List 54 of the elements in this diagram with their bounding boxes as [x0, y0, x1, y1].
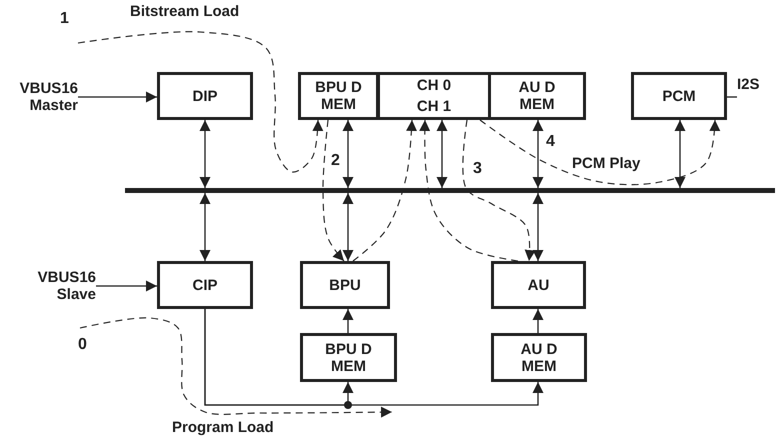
- block-box: [378, 96, 491, 120]
- block-label: CH 1: [416, 98, 452, 115]
- step-number: 1: [60, 10, 69, 27]
- block-box: [491, 333, 587, 382]
- block-box: [300, 333, 397, 382]
- connector-arrow: [96, 280, 157, 292]
- dashed-flow-arrow: [352, 120, 418, 262]
- connector-arrow: [204, 309, 544, 406]
- block-label: DIP: [191, 88, 218, 104]
- block-box: [300, 261, 390, 309]
- block-box: [631, 72, 727, 120]
- step-number: 3: [473, 160, 482, 177]
- connector-arrow: [342, 120, 354, 188]
- step-number: 4: [546, 133, 555, 150]
- block-label: AU D MEM: [518, 79, 556, 113]
- connector-arrow: [78, 92, 157, 102]
- connector-arrow: [532, 309, 544, 333]
- block-box: [491, 261, 586, 309]
- block-label: CIP: [191, 276, 218, 294]
- block-box: [298, 72, 379, 120]
- port-label: I2S: [737, 76, 779, 98]
- dashed-flow-arrow: [78, 31, 324, 173]
- block-label: CH 0: [416, 77, 452, 94]
- connector-arrow: [200, 120, 210, 188]
- block-box: [490, 72, 586, 120]
- connector-arrow: [532, 193, 544, 261]
- block-label: BPU: [328, 276, 362, 294]
- block-box: [157, 261, 253, 309]
- block-label: PCM: [661, 88, 697, 104]
- block-label: BPU D MEM: [324, 340, 373, 374]
- flow-title: PCM Play: [572, 155, 640, 172]
- block-label: AU D MEM: [520, 340, 558, 374]
- dashed-flow-arrow: [419, 120, 518, 262]
- block-label: BPU D MEM: [314, 79, 363, 113]
- connector-arrow: [532, 120, 544, 188]
- connector-arrow: [436, 120, 448, 188]
- step-number: 2: [331, 152, 340, 169]
- connector-line: [727, 96, 737, 98]
- flow-title: Bitstream Load: [130, 3, 240, 20]
- port-label: VBUS16 Slave: [4, 261, 96, 311]
- connector-arrow: [342, 309, 354, 333]
- connector-arrow: [674, 120, 686, 188]
- port-label: VBUS16 Master: [4, 72, 78, 122]
- block-box: [157, 72, 253, 120]
- block-box: [378, 72, 491, 97]
- step-number: 0: [78, 336, 87, 353]
- connector-arrow: [200, 193, 210, 261]
- dashed-flow-arrow: [322, 120, 344, 262]
- dashed-flow-arrow: [462, 120, 536, 262]
- connector-arrow: [342, 193, 354, 261]
- dashed-flow-arrow: [480, 120, 720, 186]
- bus-bar: [125, 188, 775, 193]
- block-label: AU: [526, 276, 550, 294]
- flow-title: Program Load: [172, 419, 274, 436]
